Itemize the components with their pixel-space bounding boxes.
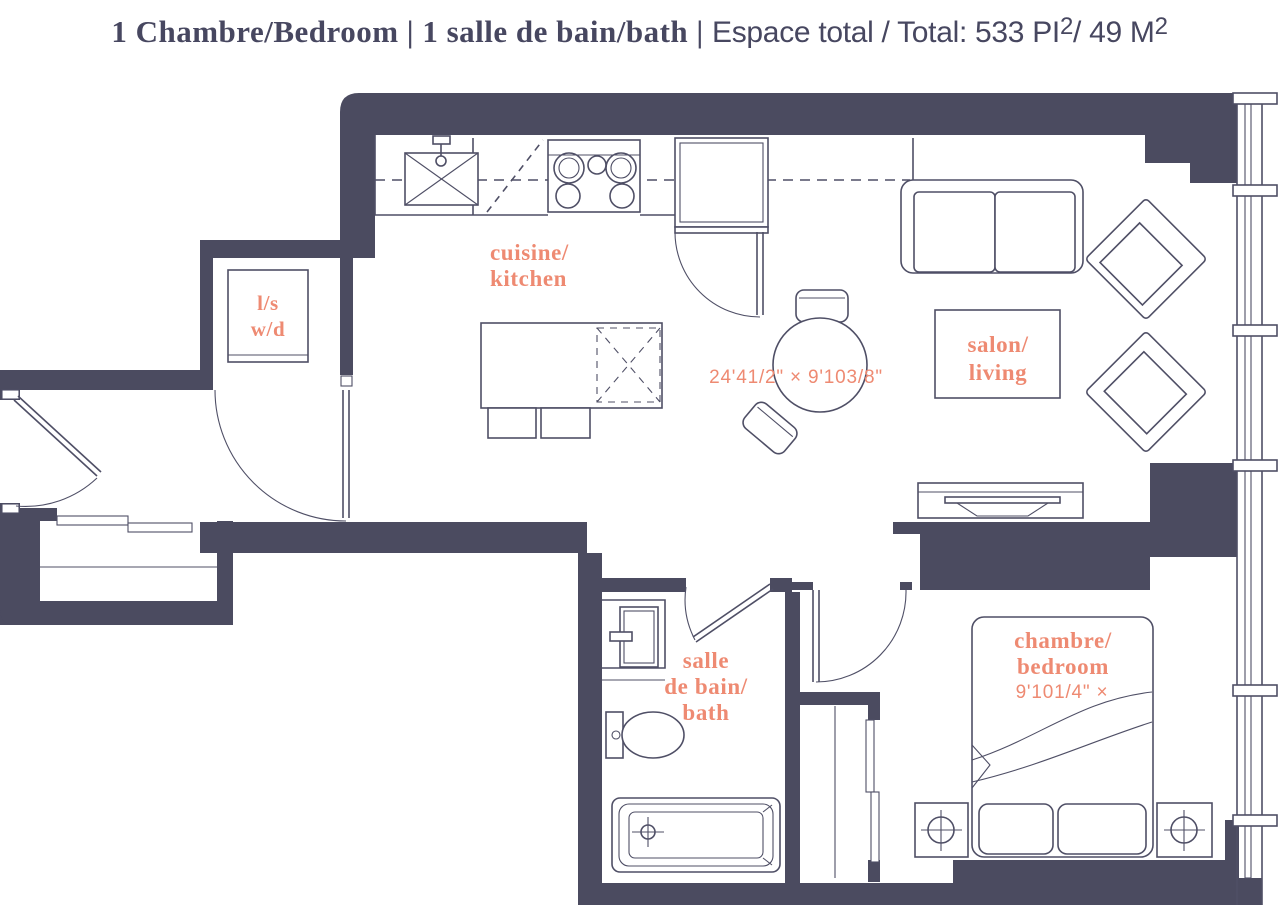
pantry-door: [674, 231, 764, 318]
sqm-superscript: 2: [1154, 13, 1168, 40]
bedroom-door: [812, 589, 907, 683]
sqft-superscript: 2: [1059, 13, 1074, 40]
sliding-door-panel: [865, 719, 875, 793]
laundry-label-line2: w/d: [251, 317, 285, 341]
dining-chair: [742, 401, 798, 455]
dining-set: [742, 289, 868, 455]
blanket-edge: [971, 691, 1153, 761]
sliding-door-panel: [127, 522, 193, 533]
bedroom-label-line1: chambre/: [1014, 628, 1112, 653]
plan-title: 1 Chambre/Bedroom | 1 salle de bain/bath…: [0, 14, 1279, 50]
living-label-line2: living: [969, 360, 1028, 385]
bedroom-closet: [834, 706, 880, 878]
kitchen-label-line1: cuisine/: [490, 240, 569, 265]
main-dimension: 24'41/2" × 9'103/8": [709, 367, 883, 388]
tv-console: [917, 482, 1084, 519]
bedroom-label-line2: bedroom: [1017, 654, 1109, 679]
bathtub: [611, 797, 781, 873]
dining-table: [772, 317, 868, 413]
blanket-fold: [971, 744, 991, 789]
sliding-door-panel: [56, 515, 129, 526]
drain-icon: [632, 817, 664, 847]
nightstand: [1156, 802, 1213, 858]
bed: [971, 616, 1154, 858]
dining-chair: [795, 289, 849, 323]
bedroom: chambre/ bedroom 9'101/4" ×: [812, 589, 1213, 878]
laundry-closet: l/s w/d: [214, 269, 353, 522]
stool: [540, 407, 591, 439]
blanket-edge: [971, 721, 1153, 783]
entry: [1, 389, 217, 568]
dishwasher-dashed: [596, 327, 661, 403]
title-total-area: Espace total / Total: 533 PI2/ 49 M2: [712, 13, 1168, 50]
kitchen-label-line2: kitchen: [490, 266, 567, 291]
window-mullions: [1232, 92, 1278, 827]
living-room: salon/ living: [900, 179, 1206, 519]
living-label-line1: salon/: [967, 332, 1028, 357]
entry-closet: [40, 515, 217, 568]
laundry-label-line1: l/s: [257, 291, 279, 315]
bath-label-line2: de bain/: [664, 674, 747, 699]
armchair: [1086, 199, 1206, 319]
living-label-box: salon/ living: [934, 309, 1061, 399]
washer-dryer: [227, 269, 309, 363]
bath-label-line3: bath: [682, 700, 729, 725]
window-glazing: [1244, 103, 1252, 879]
bedroom-dimension: 9'101/4" ×: [1016, 682, 1109, 703]
kitchen-sink: [404, 135, 479, 206]
corner-cabinet-dash: [486, 139, 544, 213]
bathroom: salle de bain/ bath: [602, 583, 781, 873]
faucet-icon: [609, 631, 633, 642]
stool: [487, 407, 537, 439]
sofa: [900, 179, 1084, 274]
refrigerator: [674, 137, 769, 234]
stove: [547, 139, 641, 213]
armchair: [1086, 332, 1206, 452]
bath-label-line1: salle: [683, 648, 729, 673]
kitchen: cuisine/ kitchen: [374, 135, 914, 439]
toilet: [605, 711, 685, 759]
laundry-door: [214, 375, 353, 522]
window-wall: [1232, 92, 1278, 905]
kitchen-island: [480, 322, 663, 439]
walls: [0, 93, 1262, 905]
vanity: [602, 599, 666, 681]
bathroom-door: [684, 583, 774, 643]
tv-icon: [944, 496, 1061, 504]
pillow: [1057, 803, 1147, 855]
pillow: [978, 803, 1054, 855]
sliding-door-panel: [870, 791, 880, 863]
entry-door: [1, 389, 102, 514]
title-rooms-baths: 1 Chambre/Bedroom | 1 salle de bain/bath…: [111, 14, 713, 49]
faucet-icon: [432, 135, 451, 167]
nightstand: [914, 802, 969, 858]
